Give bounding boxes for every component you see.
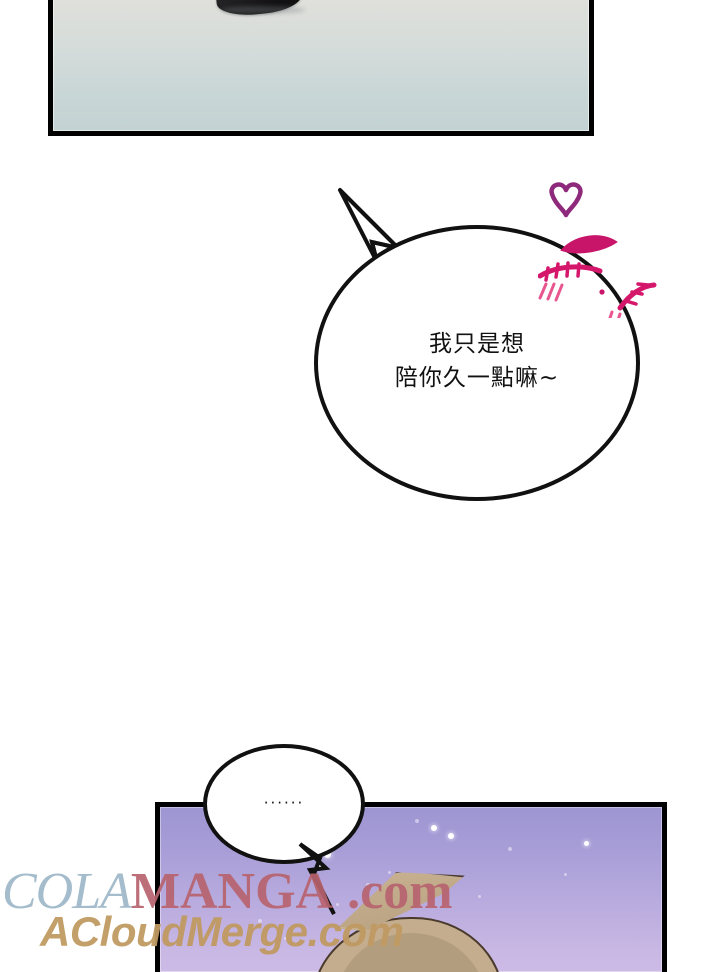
shoe-shadow xyxy=(221,6,305,14)
star xyxy=(478,895,481,898)
star xyxy=(564,873,567,876)
panel-walking-legs xyxy=(48,0,594,136)
star xyxy=(415,819,419,823)
watermark-cola-text: COLA xyxy=(2,863,132,920)
star xyxy=(258,919,262,923)
panel-inner-frame xyxy=(53,0,589,131)
star xyxy=(284,937,287,940)
star xyxy=(508,847,512,851)
star xyxy=(584,841,589,846)
speech-bubble-tail-icon xyxy=(298,842,336,915)
main-speech-bubble: 我只是想 陪你久一點嘛~ xyxy=(314,225,640,501)
speech-line-1: 我只是想 xyxy=(429,330,525,357)
ellipsis-speech-bubble-text: ······ xyxy=(263,794,305,812)
speech-bubble-tail-icon xyxy=(338,188,405,264)
speech-line-2: 陪你久一點嘛~ xyxy=(394,365,560,391)
main-speech-bubble-text: 我只是想 陪你久一點嘛~ xyxy=(395,327,559,396)
star xyxy=(388,871,391,874)
ellipsis-speech-bubble: ······ xyxy=(203,744,365,864)
star xyxy=(366,883,370,887)
star xyxy=(336,903,339,906)
star xyxy=(431,825,437,831)
star xyxy=(448,833,454,839)
heart-icon xyxy=(549,182,583,218)
